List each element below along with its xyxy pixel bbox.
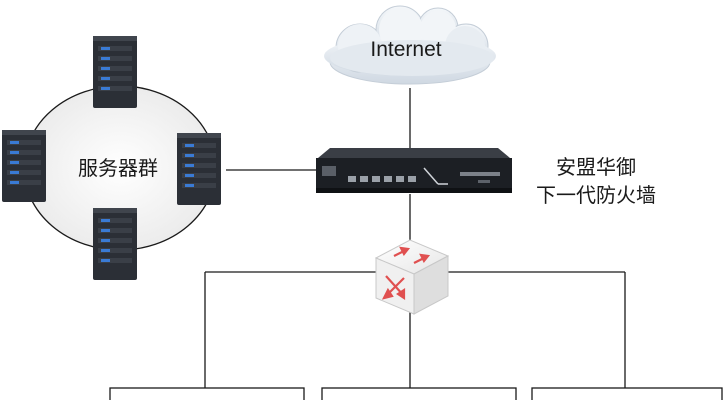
cloud-label: Internet: [370, 38, 441, 61]
connection-lines: [204, 88, 626, 388]
network-switch-icon: [374, 239, 450, 315]
endpoint-box-middle: [321, 387, 517, 400]
firewall-brand-line2: 下一代防火墙: [536, 183, 656, 207]
server-icon: [93, 36, 137, 108]
endpoint-box-right: [531, 387, 723, 400]
firewall-device: 安盟华御 下一代防火墙: [316, 148, 656, 207]
endpoints: [109, 387, 723, 400]
server-icon: [2, 130, 46, 202]
firewall-icon: [316, 148, 512, 193]
firewall-brand-line1: 安盟华御: [556, 155, 636, 179]
server-cluster: 服务器群: [2, 36, 221, 280]
endpoint-box-left: [109, 387, 305, 400]
server-icon: [177, 133, 221, 205]
cluster-label: 服务器群: [78, 156, 158, 180]
internet-cloud: Internet: [324, 5, 496, 85]
server-icon: [93, 208, 137, 280]
core-switch: [374, 239, 450, 315]
